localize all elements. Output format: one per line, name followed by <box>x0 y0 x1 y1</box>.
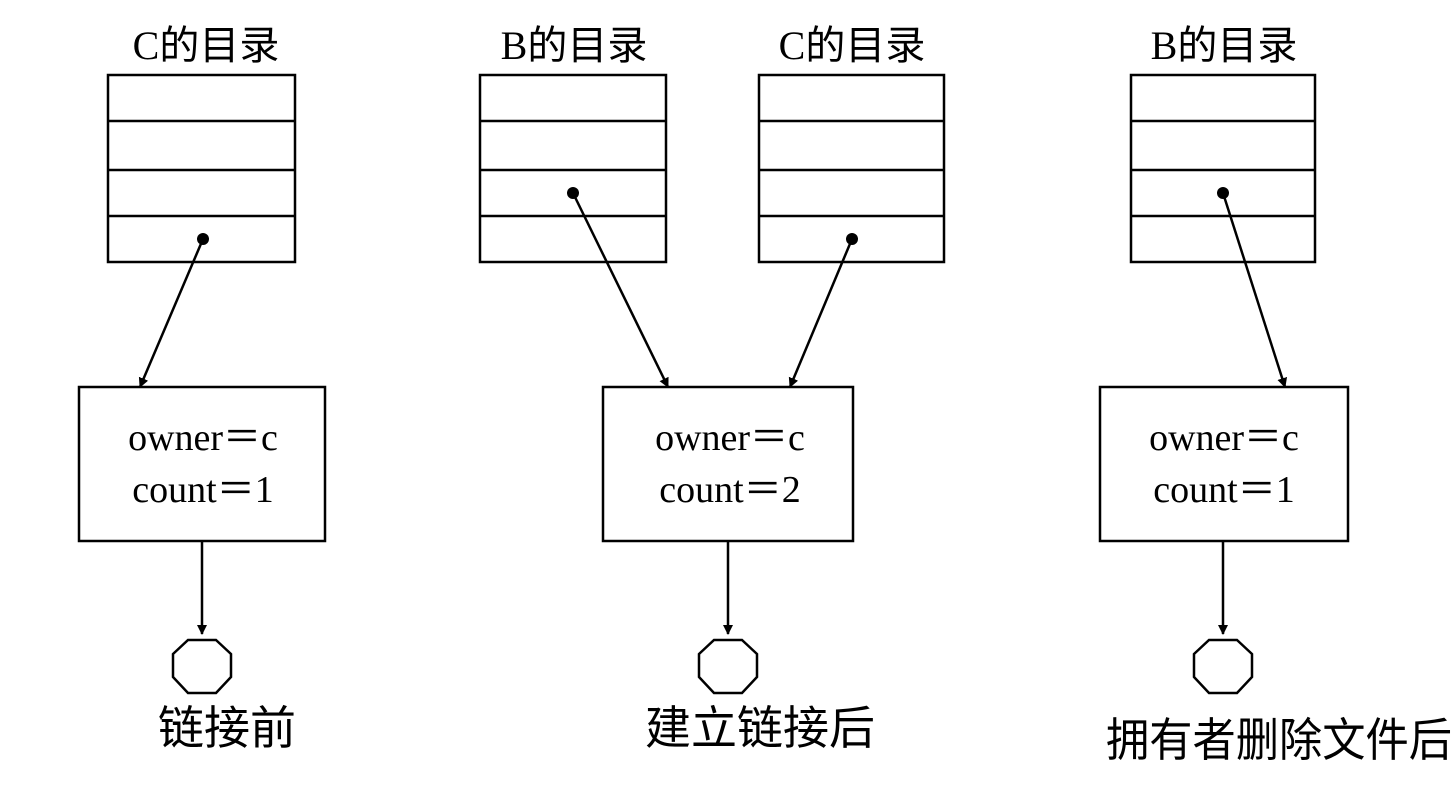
panel-after-owner-delete: B的目录 owner＝c count＝1 拥有者删除文件后 <box>1098 23 1452 766</box>
directory-title-c: C的目录 <box>779 23 926 68</box>
pointer-arrow <box>1221 192 1288 388</box>
directory-title-b: B的目录 <box>501 23 648 68</box>
inode-box <box>1098 385 1350 543</box>
inode-owner: owner＝c <box>1149 417 1299 459</box>
inode-count: count＝1 <box>132 469 273 511</box>
directory-table <box>106 73 297 264</box>
inode-owner: owner＝c <box>128 417 278 459</box>
pointer-arrow <box>138 238 205 388</box>
inode-box <box>77 385 327 543</box>
directory-title: B的目录 <box>1151 23 1298 68</box>
directory-table-b <box>478 73 668 264</box>
inode-count: count＝2 <box>659 469 800 511</box>
panel-caption: 建立链接后 <box>645 703 875 754</box>
panel-caption: 拥有者删除文件后 <box>1106 715 1452 766</box>
inode-count: count＝1 <box>1153 469 1294 511</box>
file-node <box>171 638 233 695</box>
pointer-arrow-c <box>788 238 854 388</box>
panel-after-link: B的目录 C的目录 owner＝c count＝2 建立链接后 <box>478 23 946 754</box>
directory-table <box>1129 73 1317 264</box>
panel-caption: 链接前 <box>158 703 296 754</box>
pointer-arrow-b <box>571 192 670 388</box>
directory-title: C的目录 <box>133 23 280 68</box>
directory-table-c <box>757 73 946 264</box>
panel-before-link: C的目录 owner＝c count＝1 链接前 <box>77 23 327 754</box>
inode-owner: owner＝c <box>655 417 805 459</box>
inode-box <box>601 385 855 543</box>
file-node <box>697 638 759 695</box>
file-node <box>1192 638 1254 695</box>
